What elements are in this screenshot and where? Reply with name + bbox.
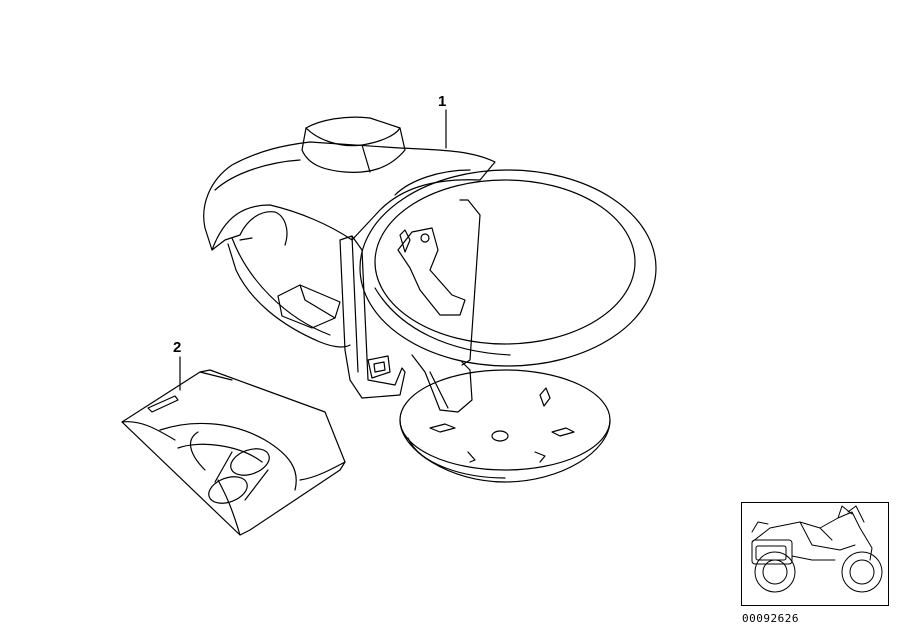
callout-number-2: 2 <box>173 339 182 356</box>
mounting-kit-bag <box>121 369 346 536</box>
vehicle-thumbnail-frame <box>741 502 889 606</box>
cup-holder-part <box>203 116 657 483</box>
callout-number-1: 1 <box>438 93 447 110</box>
diagram-number: 00092626 <box>742 612 799 625</box>
